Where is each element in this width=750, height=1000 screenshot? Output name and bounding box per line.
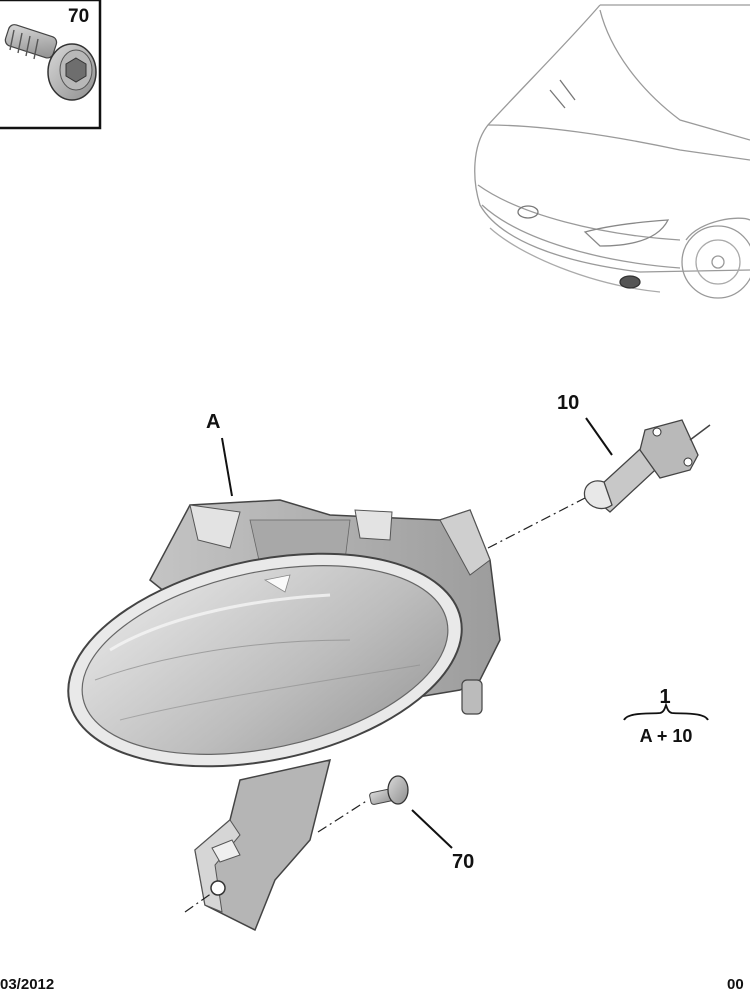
screw-detail-icon xyxy=(4,24,97,101)
kit-composition: 1 A + 10 xyxy=(623,686,709,746)
car-front-illustration xyxy=(474,4,750,299)
callout-label-a: A xyxy=(206,411,220,433)
fog-lamp-bulb xyxy=(583,419,711,513)
fog-lamp-assembly xyxy=(67,499,501,932)
leader-lines xyxy=(221,417,613,849)
callout-label-10: 10 xyxy=(557,392,579,414)
brace-icon xyxy=(623,702,709,721)
kit-number: 1 xyxy=(659,686,670,708)
callout-label-70: 70 xyxy=(452,851,474,873)
kit-composition-text: A + 10 xyxy=(640,726,693,746)
inset-part-number: 70 xyxy=(68,6,89,27)
footer-code: 00 xyxy=(727,976,744,993)
mounting-screw xyxy=(369,775,409,805)
inset-box: 70 xyxy=(0,0,102,130)
footer-date: 03/2012 xyxy=(0,976,55,993)
assembly-lines xyxy=(184,497,586,913)
